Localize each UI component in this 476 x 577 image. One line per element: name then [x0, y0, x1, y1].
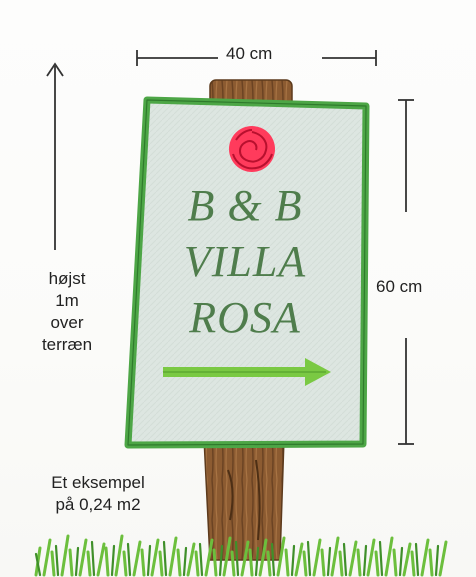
- max-height-line: 1m: [55, 291, 79, 310]
- sign-board: [124, 96, 370, 449]
- sign-text-line: ROSA: [189, 293, 301, 342]
- height-dimension-line: [398, 99, 414, 445]
- width-label: 40 cm: [226, 44, 273, 63]
- sign-text-line: B & B: [187, 181, 303, 230]
- max-height-line: over: [50, 313, 84, 332]
- sign-text-line: VILLA: [183, 237, 307, 286]
- width-dimension-line: [136, 50, 377, 66]
- max-height-line: højst: [48, 269, 86, 288]
- caption-line: Et eksempel: [51, 473, 145, 492]
- direction-arrow-icon: [163, 358, 331, 386]
- max-height-line: terræn: [41, 335, 93, 354]
- caption-line: på 0,24 m2: [55, 495, 141, 514]
- rose-icon: [229, 126, 275, 172]
- post-bottom: [203, 437, 285, 561]
- example-caption: Et eksempel på 0,24 m2: [22, 472, 174, 516]
- height-label: 60 cm: [376, 277, 423, 296]
- grass: [34, 534, 448, 577]
- max-height-label: højst 1m over terræn: [20, 268, 114, 356]
- up-arrow-icon: [46, 62, 64, 250]
